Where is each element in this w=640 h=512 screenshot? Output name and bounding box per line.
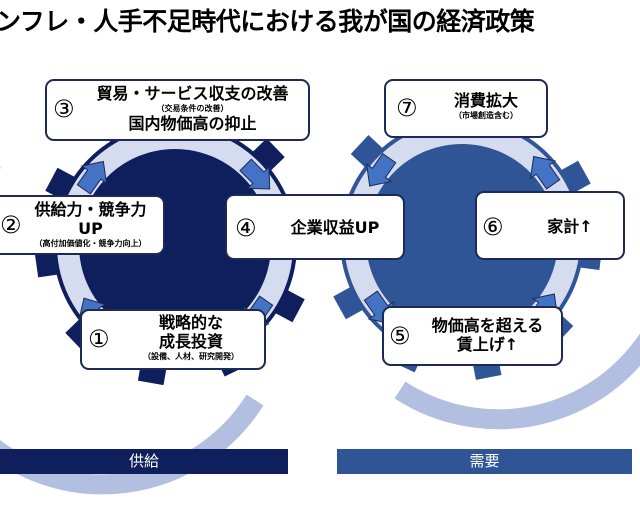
step-2-box: ② 供給力・競争力 UP （高付加価値化・競争力向上） — [0, 195, 165, 255]
step-3-box: ③ 貿易・サービス収支の改善 （交易条件の改善） 国内物価高の抑止 — [45, 79, 310, 141]
step-5-box: ⑤ 物価高を超える 賃上げ↑ — [382, 306, 563, 366]
step-number: ⑤ — [389, 322, 411, 350]
step-number: ⑥ — [482, 213, 504, 241]
step-number: ④ — [235, 214, 257, 242]
step-7-note: （市場創造含む） — [454, 111, 518, 120]
demand-cycle-arc — [394, 333, 640, 430]
step-2-line-2: UP — [78, 219, 103, 238]
step-5-line-1: 物価高を超える — [431, 316, 544, 335]
cycle-arrow-icon — [76, 160, 108, 195]
step-number: ⑦ — [396, 94, 418, 122]
step-3-note: （交易条件の改善） — [156, 104, 229, 113]
supply-label-bar: 供給 — [0, 449, 288, 474]
step-number: ② — [0, 211, 22, 239]
step-4-box: ④ 企業収益UP — [225, 194, 405, 260]
cycle-arrow-icon — [365, 152, 397, 187]
step-2-note: （高付加価値化・競争力向上） — [34, 239, 147, 248]
step-4-title: 企業収益UP — [290, 218, 380, 237]
step-6-title: 家計↑ — [547, 217, 593, 236]
step-3-subtitle: 国内物価高の抑止 — [128, 114, 257, 133]
cycle-arrow-icon — [529, 155, 561, 190]
step-1-box: ① 戦略的な 成長投資 （設備、人材、研究開発） — [80, 309, 266, 370]
step-6-box: ⑥ 家計↑ — [475, 191, 625, 260]
step-7-box: ⑦ 消費拡大 （市場創造含む） — [384, 79, 548, 138]
step-7-title: 消費拡大 — [453, 91, 518, 110]
cycle-arrow-icon — [239, 158, 271, 190]
step-3-title: 貿易・サービス収支の改善 — [96, 84, 289, 103]
step-number: ③ — [53, 95, 75, 123]
step-1-note: （設備、人材、研究開発） — [143, 352, 239, 361]
step-2-line-1: 供給力・競争力 — [34, 200, 147, 219]
step-5-line-2: 賃上げ↑ — [456, 335, 519, 354]
step-1-line-2: 成長投資 — [158, 332, 223, 351]
page-title: ンフレ・人手不足時代における我が国の経済政策 — [0, 7, 535, 36]
step-number: ① — [88, 325, 110, 353]
step-1-line-1: 戦略的な — [158, 313, 223, 332]
demand-label-bar: 需要 — [337, 449, 632, 474]
